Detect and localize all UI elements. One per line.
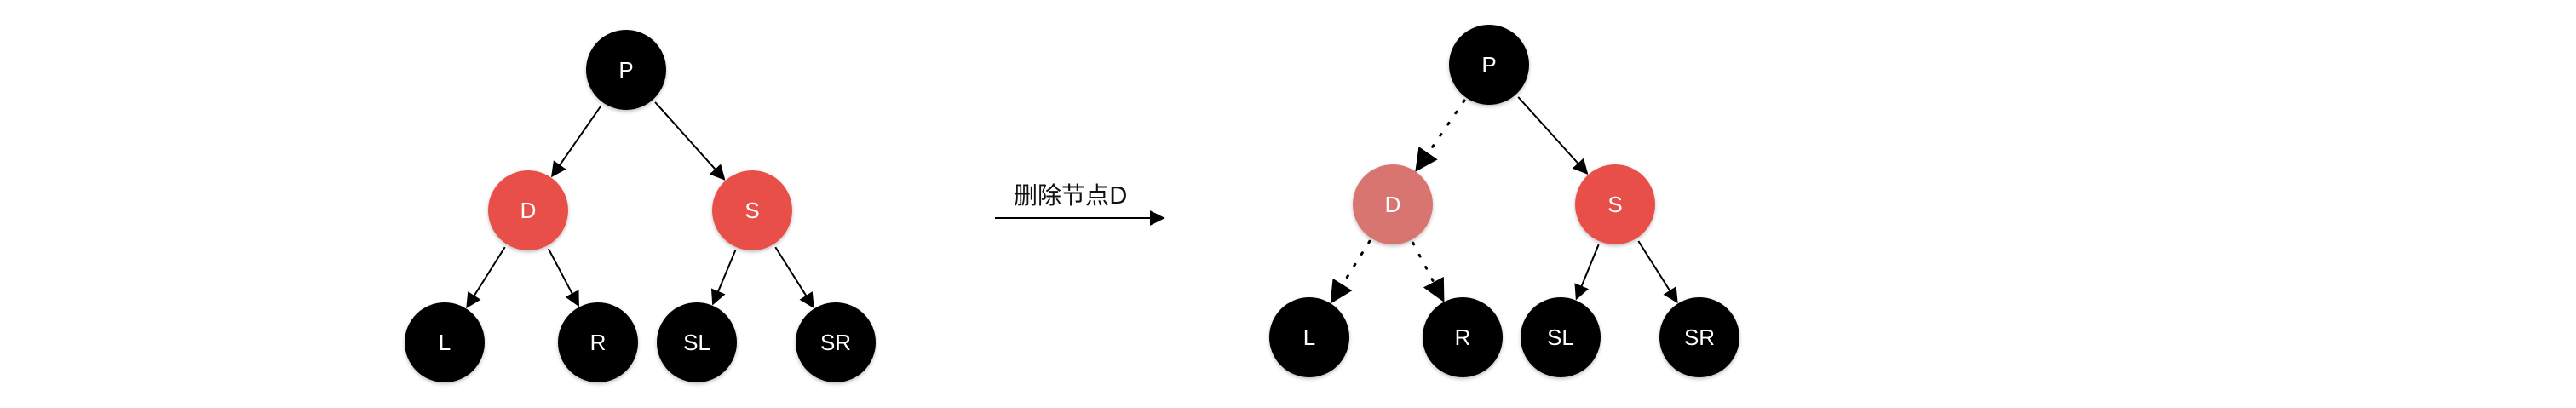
- after-node-r-label: R: [1455, 325, 1471, 350]
- after-edge-d-l: [1330, 239, 1371, 304]
- after-edge-p-s: [1517, 96, 1589, 175]
- after-edge-s-sr: [1637, 240, 1678, 304]
- after-edge-p-d: [1415, 99, 1466, 172]
- before-node-d-label: D: [520, 198, 537, 223]
- after-node-sl: SL: [1521, 297, 1601, 377]
- before-node-r: R: [558, 302, 638, 382]
- before-node-sl: SL: [657, 302, 737, 382]
- before-node-sl-label: SL: [683, 330, 710, 355]
- before-edge-d-l: [466, 246, 506, 309]
- after-node-d-label: D: [1385, 192, 1401, 217]
- before-edge-s-sl: [710, 250, 737, 306]
- before-node-sr: SR: [796, 302, 876, 382]
- before-node-l: L: [405, 302, 485, 382]
- after-edge-s-sl: [1574, 244, 1600, 301]
- before-edge-s-sr: [774, 246, 814, 309]
- after-node-sr: SR: [1659, 297, 1739, 377]
- after-node-sl-label: SL: [1547, 325, 1574, 350]
- before-edge-p-d: [550, 105, 602, 178]
- after-edge-d-r: [1412, 241, 1445, 303]
- after-node-l-label: L: [1303, 325, 1315, 350]
- before-node-s: S: [712, 170, 792, 250]
- before-node-p-label: P: [618, 57, 633, 83]
- after-node-sr-label: SR: [1684, 325, 1715, 350]
- before-node-l-label: L: [439, 330, 451, 355]
- before-node-p: P: [586, 30, 666, 110]
- after-node-r: R: [1423, 297, 1503, 377]
- after-node-s: S: [1575, 164, 1655, 244]
- after-node-s-label: S: [1607, 192, 1622, 217]
- before-node-s-label: S: [745, 198, 759, 223]
- before-edge-d-r: [547, 248, 579, 307]
- delete-node-caption: 删除节点D: [1014, 181, 1128, 210]
- before-node-d: D: [488, 170, 568, 250]
- before-edge-p-s: [654, 101, 726, 181]
- after-node-d: D: [1353, 164, 1433, 244]
- before-node-sr-label: SR: [820, 330, 851, 355]
- after-node-p: P: [1449, 25, 1529, 105]
- after-node-p-label: P: [1481, 52, 1496, 78]
- after-node-l: L: [1269, 297, 1349, 377]
- before-node-r-label: R: [590, 330, 607, 355]
